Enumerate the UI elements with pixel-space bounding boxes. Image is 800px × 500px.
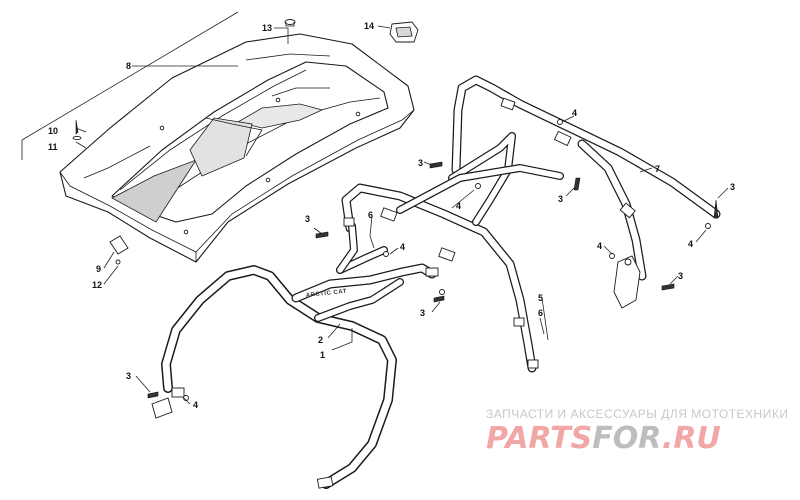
callout-4: 4	[597, 241, 602, 251]
frame-tubes: ARCTIC CAT	[161, 75, 721, 489]
callout-5: 5	[538, 293, 543, 303]
callouts: 1 2 3 3 3 3 3 3 3 4 4 4 4 4 4 5 6 6 7 8 …	[48, 21, 735, 410]
callout-14: 14	[364, 21, 374, 31]
callout-7: 7	[655, 164, 660, 174]
watermark-logo-part3: .RU	[662, 421, 721, 456]
callout-6: 6	[368, 210, 373, 220]
callout-4: 4	[193, 400, 198, 410]
callout-3: 3	[420, 308, 425, 318]
watermark: ЗАПЧАСТИ И АКСЕССУАРЫ ДЛЯ МОТОТЕХНИКИ PA…	[486, 407, 788, 456]
tube-marking: ARCTIC CAT	[306, 289, 348, 299]
leader-lines	[21, 11, 729, 405]
callout-1: 1	[320, 350, 325, 360]
callout-13: 13	[262, 23, 272, 33]
callout-3: 3	[126, 371, 131, 381]
callout-4: 4	[400, 242, 405, 252]
callout-3: 3	[730, 182, 735, 192]
hardware	[72, 19, 719, 489]
callout-4: 4	[572, 108, 577, 118]
callout-11: 11	[48, 142, 58, 152]
callout-12: 12	[92, 280, 102, 290]
callout-3: 3	[678, 271, 683, 281]
callout-4: 4	[688, 239, 693, 249]
callout-10: 10	[48, 126, 58, 136]
callout-6: 6	[538, 308, 543, 318]
callout-4: 4	[456, 201, 461, 211]
callout-2: 2	[318, 335, 323, 345]
watermark-logo-part1: PARTS	[486, 421, 592, 456]
callout-3: 3	[418, 158, 423, 168]
roof-panel	[59, 33, 415, 263]
callout-8: 8	[126, 61, 131, 71]
callout-3: 3	[558, 194, 563, 204]
watermark-logo-part2: FOR	[592, 421, 662, 456]
callout-3: 3	[305, 214, 310, 224]
watermark-tagline: ЗАПЧАСТИ И АКСЕССУАРЫ ДЛЯ МОТОТЕХНИКИ	[486, 407, 788, 421]
watermark-logo: PARTSFOR.RU	[486, 421, 721, 456]
callout-9: 9	[96, 264, 101, 274]
